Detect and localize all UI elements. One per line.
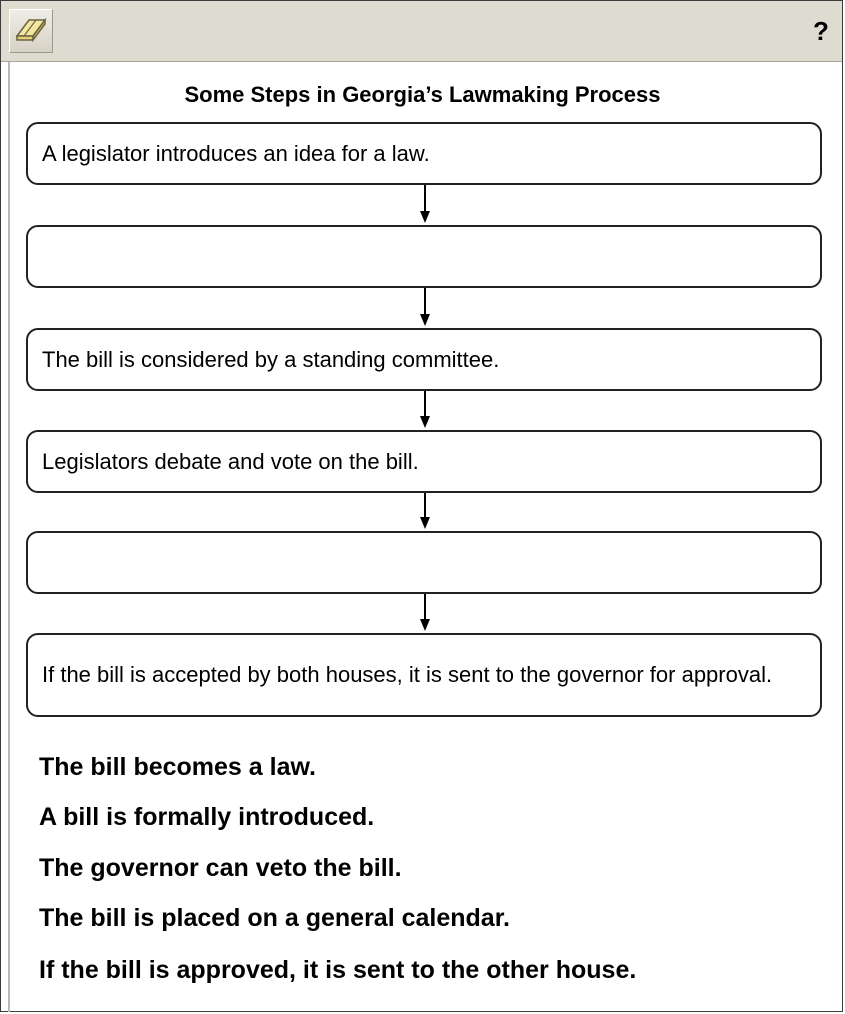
arrow-down-icon: [420, 288, 430, 326]
step-text: A legislator introduces an idea for a la…: [42, 140, 430, 166]
help-button[interactable]: ?: [813, 15, 829, 46]
step-text: If the bill is accepted by both houses, …: [42, 662, 773, 687]
answer-choice-1[interactable]: The bill becomes a law.: [39, 753, 316, 781]
eraser-icon: [15, 16, 47, 47]
answer-choice-5[interactable]: If the bill is approved, it is sent to t…: [39, 956, 637, 984]
step-box-6: If the bill is accepted by both houses, …: [26, 633, 822, 717]
arrow-down-icon: [420, 594, 430, 631]
arrow-down-icon: [420, 493, 430, 529]
step-box-1: A legislator introduces an idea for a la…: [26, 122, 822, 185]
diagram-title: Some Steps in Georgia’s Lawmaking Proces…: [184, 82, 661, 107]
arrow-down-icon: [420, 391, 430, 428]
arrow-down-icon: [420, 185, 430, 223]
answer-drop-zone-1[interactable]: [26, 225, 822, 288]
toolbar: ?: [1, 1, 842, 62]
answer-choice-2[interactable]: A bill is formally introduced.: [39, 803, 375, 831]
step-box-4: Legislators debate and vote on the bill.: [26, 430, 822, 493]
answer-choice-3[interactable]: The governor can veto the bill.: [39, 854, 402, 882]
eraser-button[interactable]: [9, 9, 53, 53]
step-box-3: The bill is considered by a standing com…: [26, 328, 822, 391]
step-text: The bill is considered by a standing com…: [42, 346, 500, 372]
content-left-rule: [8, 62, 10, 1012]
step-text: Legislators debate and vote on the bill.: [42, 448, 419, 474]
answer-choice-4[interactable]: The bill is placed on a general calendar…: [39, 904, 510, 932]
answer-drop-zone-2[interactable]: [26, 531, 822, 594]
